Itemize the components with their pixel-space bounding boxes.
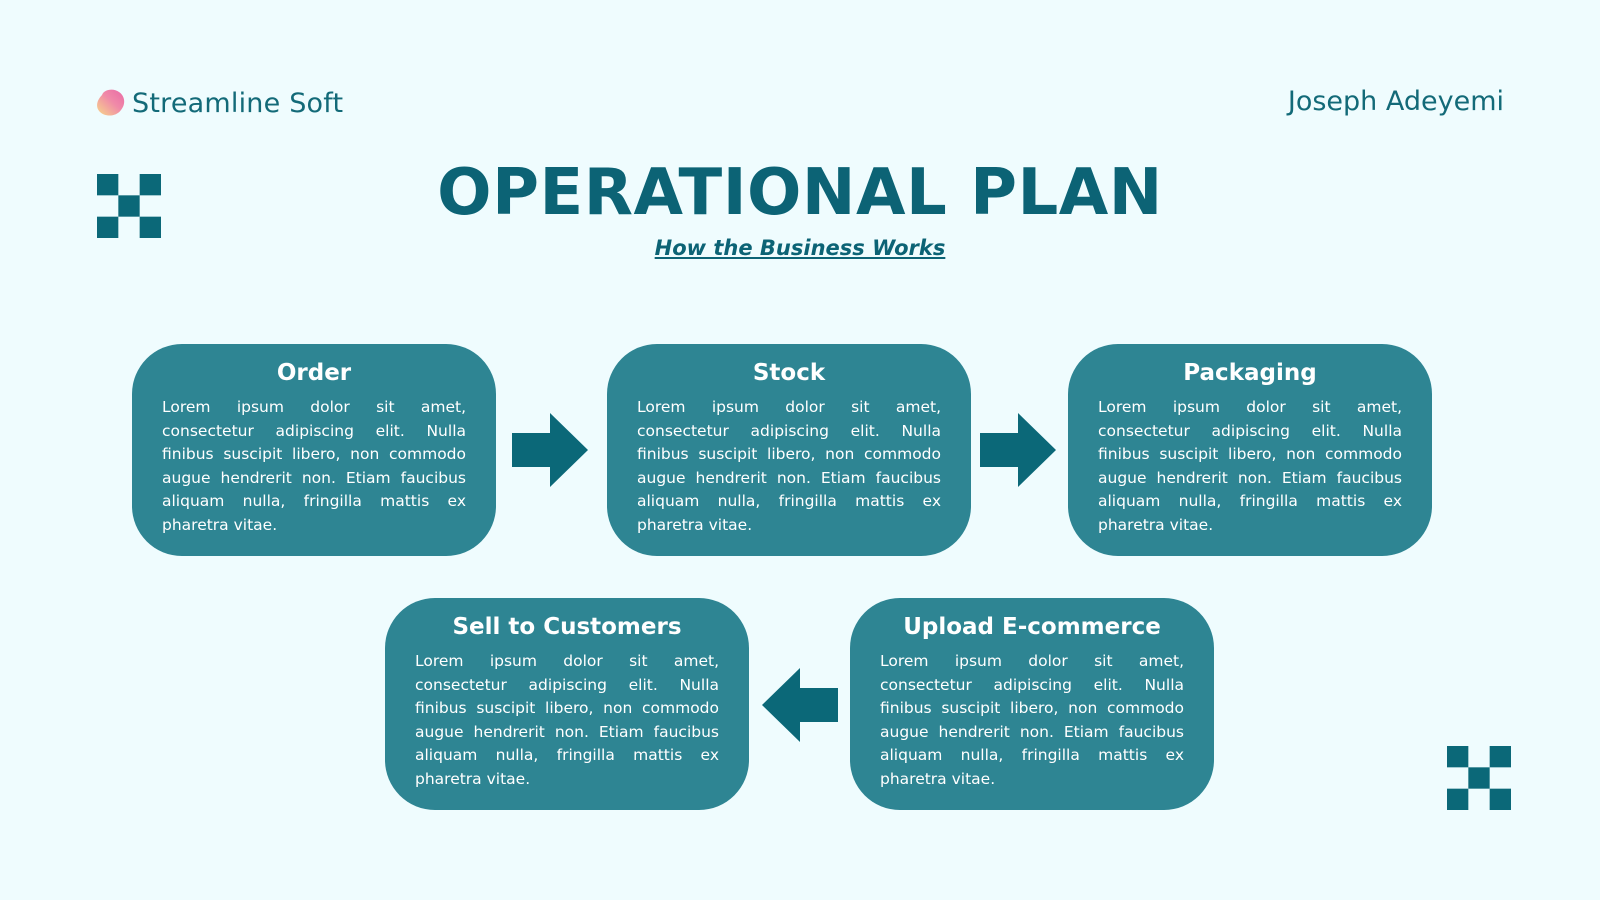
checkerboard-icon [1447, 746, 1511, 810]
arrow-right-icon [512, 413, 588, 487]
step-title: Stock [752, 360, 826, 386]
step-card-order: Order Lorem ipsum dolor sit amet, consec… [132, 344, 496, 556]
blob-logo-icon [97, 89, 125, 116]
step-card-stock: Stock Lorem ipsum dolor sit amet, consec… [607, 344, 971, 556]
step-title: Sell to Customers [452, 614, 682, 640]
arrow-left-icon [762, 668, 838, 742]
brand-name: Streamline Soft [132, 87, 344, 119]
step-title: Order [276, 360, 352, 386]
author-name: Joseph Adeyemi [1287, 86, 1504, 117]
step-description: Lorem ipsum dolor sit amet, consectetur … [1098, 398, 1402, 534]
step-card-sell-to-customers: Sell to Customers Lorem ipsum dolor sit … [385, 598, 749, 810]
step-card-upload-e-commerce: Upload E-commerce Lorem ipsum dolor sit … [850, 598, 1214, 810]
step-description: Lorem ipsum dolor sit amet, consectetur … [637, 398, 941, 534]
page-subtitle: How the Business Works [654, 236, 946, 260]
checkerboard-icon [97, 174, 161, 238]
arrow-right-icon [980, 413, 1056, 487]
step-description: Lorem ipsum dolor sit amet, consectetur … [162, 398, 466, 534]
step-description: Lorem ipsum dolor sit amet, consectetur … [880, 652, 1184, 788]
step-title: Upload E-commerce [903, 614, 1161, 640]
brand: Streamline Soft [94, 86, 343, 120]
step-description: Lorem ipsum dolor sit amet, consectetur … [415, 652, 719, 788]
step-card-packaging: Packaging Lorem ipsum dolor sit amet, co… [1068, 344, 1432, 556]
step-title: Packaging [1183, 360, 1317, 386]
page-title: OPERATIONAL PLAN [437, 156, 1163, 230]
